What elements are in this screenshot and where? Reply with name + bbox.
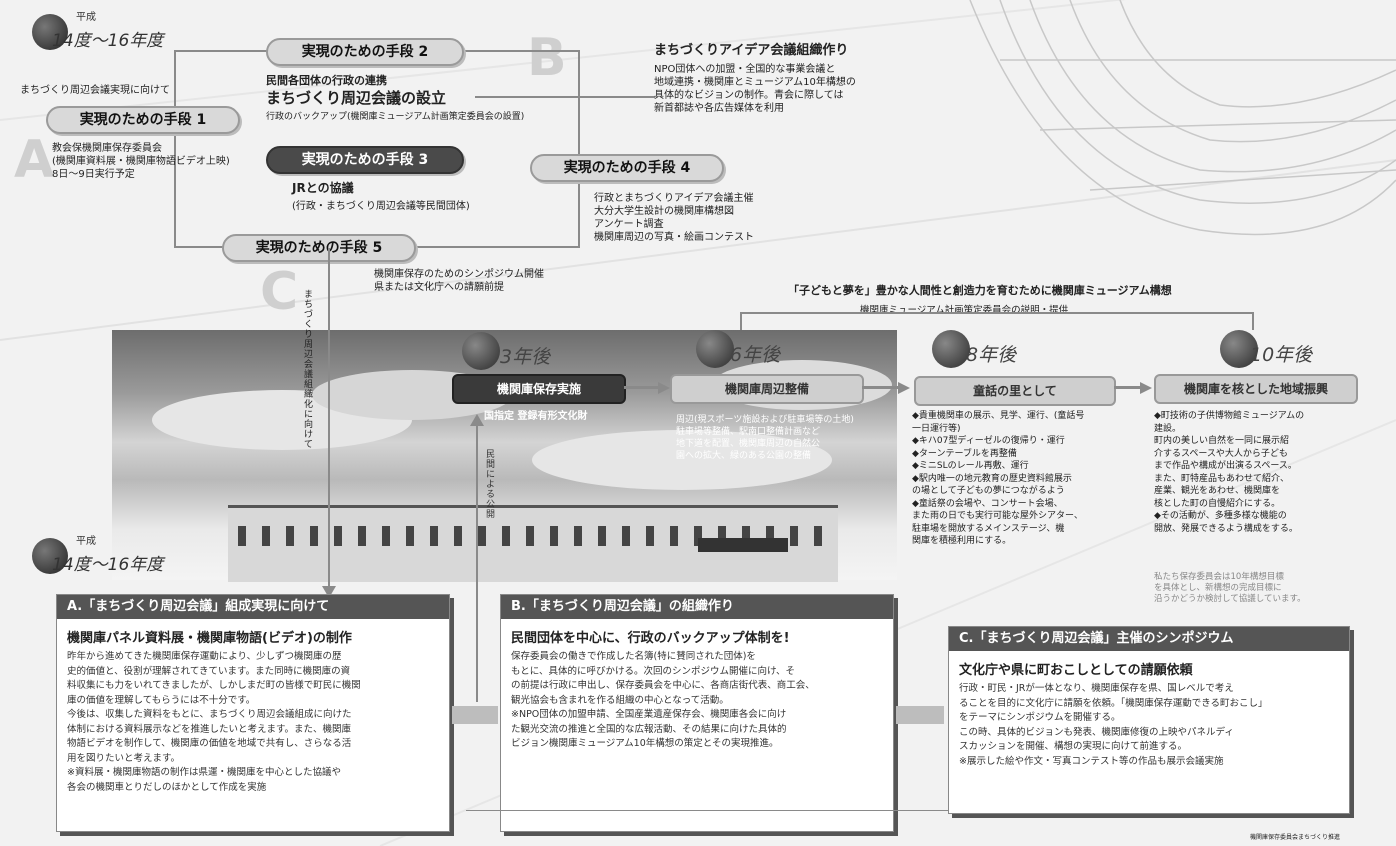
arrow-down-line: [328, 248, 330, 588]
dome-drawing: [969, 0, 1396, 236]
moon-icon: [462, 332, 500, 370]
milestone-8y-box: 童話の里として: [914, 376, 1116, 406]
era-small: 平成: [76, 12, 96, 23]
flow-arrow: [862, 386, 900, 389]
letter-b: B: [527, 28, 567, 88]
moon-icon: [696, 330, 734, 368]
era-label-top: 平成 14度～16年度: [32, 6, 232, 56]
flow-arrow-head: [898, 382, 910, 394]
panel-a-title: 機関庫パネル資料展・機関庫物語(ビデオ)の制作: [67, 631, 352, 646]
step-3-sub: JRとの協議: [292, 181, 354, 195]
step-2-sub: 民間各団体の行政の連携: [266, 74, 387, 87]
era-big: 14度～16年度: [52, 555, 164, 575]
meeting-intro: まちづくり周辺会議実現に向けて: [20, 85, 170, 96]
connector: [174, 50, 274, 52]
vision-sub: 機関庫ミュージアム計画策定委員会の説明・提供: [860, 305, 1069, 316]
station-building: [228, 505, 838, 582]
arrow-up-head: [470, 414, 484, 426]
milestone-3y-box: 機関庫保存実施: [452, 374, 626, 404]
ideas-text: NPO団体への加盟・全国的な事業会議と 地域連携・機関庫とミュージアム10年構想…: [654, 64, 856, 114]
connector: [475, 96, 655, 98]
milestone-6y: 6年後: [696, 330, 876, 370]
milestone-6y-text: 周辺(現スポーツ施設および駐車場等の土地) 駐車場等整備、駅南口整備計画など 地…: [676, 415, 854, 461]
era-label-bottom: 平成 14度～16年度: [32, 530, 232, 580]
flow-arrow-head: [658, 382, 670, 394]
panel-c-body: 行政・町民・JRが一体となり、機関庫保存を県、国レベルで考え ることを目的に文化…: [959, 683, 1268, 767]
arrow-up-line: [476, 426, 478, 702]
vision-title: 「子どもと夢を」豊かな人間性と創造力を育むために機関庫ミュージアム構想: [788, 284, 1172, 297]
milestone-6y-box: 機関庫周辺整備: [670, 374, 864, 404]
panel-connector: [896, 706, 944, 724]
step-5-box: 実現のための手段 5: [222, 234, 416, 262]
vertical-label-mid: 民間による公開: [486, 450, 496, 520]
panel-b-body: 保存委員会の働きで作成した名簿(特に賛同された団体)を もとに、具体的に呼びかけ…: [511, 651, 815, 749]
step-1-text: 教会保機関庫保存委員会 (機関庫資料展・機関庫物語ビデオ上映) 8日～9日実行予…: [52, 143, 230, 180]
flow-arrow-head: [1140, 382, 1152, 394]
step-1-box: 実現のための手段 1: [46, 106, 240, 134]
panel-c-head: C.「まちづくり周辺会議」主催のシンポジウム: [949, 627, 1349, 651]
panel-b-title: 民間団体を中心に、行政のバックアップ体制を!: [511, 631, 790, 646]
panel-a-head: A.「まちづくり周辺会議」組成実現に向けて: [57, 595, 449, 619]
moon-icon: [932, 330, 970, 368]
connector: [174, 50, 176, 246]
step-2-box: 実現のための手段 2: [266, 38, 464, 66]
vision-bracket: [740, 312, 1254, 314]
panel-a-body: 昨年から進めてきた機関庫保存運動により、少しずつ機関庫の歴 史的価値と、役割が理…: [67, 651, 361, 793]
flow-arrow: [624, 386, 660, 389]
milestone-10y: 10年後: [1220, 330, 1396, 370]
step-4-box: 実現のための手段 4: [530, 154, 724, 182]
era-small: 平成: [76, 536, 96, 547]
era-big: 14度～16年度: [52, 31, 164, 51]
footer-credit: 機関庫保存委員会まちづくり推進: [1250, 834, 1341, 841]
milestone-10y-text: ◆町技術の子供博物館ミュージアムの 建設。 町内の美しい自然を一同に展示紹 介す…: [1154, 411, 1305, 534]
panel-c: C.「まちづくり周辺会議」主催のシンポジウム 文化庁や県に町おこしとしての請願依…: [948, 626, 1350, 814]
milestone-10y-note: 私たち保存委員会は10年構想目標 を具体とし、新構想の完成目標に 沿うかどうか検…: [1154, 572, 1306, 604]
step-4-text: 行政とまちづくりアイデア会議主催 大分大学生設計の機関庫構想図 アンケート調査 …: [594, 193, 754, 243]
panel-b: B.「まちづくり周辺会議」の組織作り 民間団体を中心に、行政のバックアップ体制を…: [500, 594, 894, 832]
vertical-label-left: まちづくり周辺会議組織化に向けて: [304, 290, 314, 450]
step-2-note: 行政のバックアップ(機関庫ミュージアム計画策定委員会の設置): [266, 112, 525, 122]
ideas-title: まちづくりアイデア会議組織作り: [654, 43, 849, 58]
milestone-3y-note: 国指定 登録有形文化財: [484, 411, 588, 422]
moon-icon: [32, 14, 68, 50]
connector: [410, 246, 580, 248]
flow-arrow: [1114, 386, 1142, 389]
milestone-8y-text: ◆貴重機関車の展示、見学、運行、(童話号 一日運行等) ◆キハ07型ディーゼルの…: [912, 411, 1085, 546]
letter-a: A: [14, 130, 55, 190]
panel-b-head: B.「まちづくり周辺会議」の組織作り: [501, 595, 893, 619]
letter-c: C: [260, 262, 299, 322]
step-5-text: 機関庫保存のためのシンポジウム開催 県または文化庁への請願前提: [374, 269, 544, 293]
panel-a: A.「まちづくり周辺会議」組成実現に向けて 機関庫パネル資料展・機関庫物語(ビデ…: [56, 594, 450, 832]
step-3-box: 実現のための手段 3: [266, 146, 464, 174]
milestone-3y: 3年後: [462, 332, 642, 372]
panel-connector: [452, 706, 498, 724]
step-3-note: (行政・まちづくり周辺会議等民間団体): [292, 201, 470, 212]
connector: [460, 50, 580, 52]
vision-bracket: [740, 312, 742, 330]
bottom-link: [466, 810, 948, 811]
milestone-10y-box: 機関庫を核とした地域振興: [1154, 374, 1358, 404]
moon-icon: [32, 538, 68, 574]
connector: [578, 50, 580, 246]
panel-c-title: 文化庁や県に町おこしとしての請願依頼: [959, 663, 1193, 678]
moon-icon: [1220, 330, 1258, 368]
step-2-main: まちづくり周辺会議の設立: [266, 89, 447, 107]
connector: [174, 246, 224, 248]
milestone-8y: 8年後: [932, 330, 1112, 370]
vision-bracket: [1252, 312, 1254, 330]
